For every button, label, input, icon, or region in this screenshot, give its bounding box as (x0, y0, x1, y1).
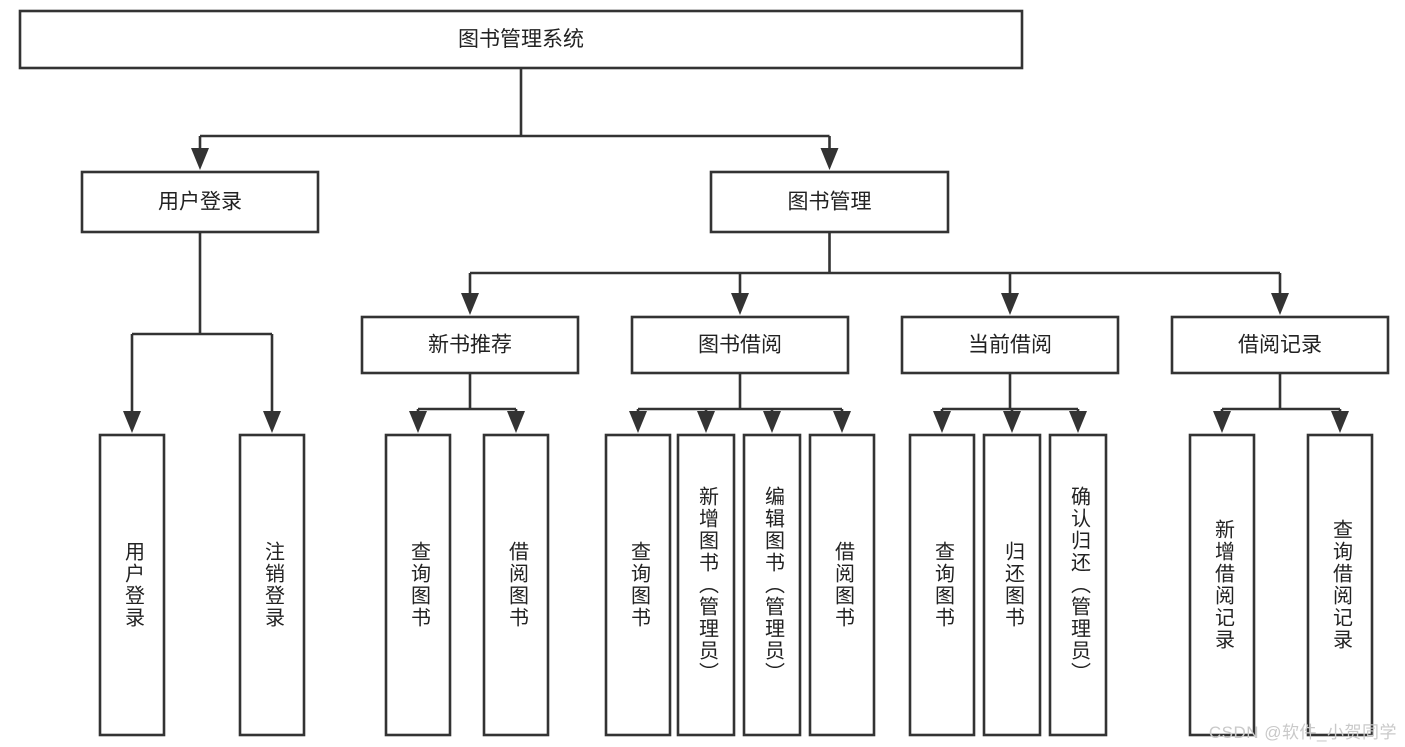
leaf-node-box-0[interactable] (98, 433, 166, 737)
arrow-head-icon (629, 411, 647, 433)
arrow-head-icon (833, 411, 851, 433)
arrow-head-icon (1001, 293, 1019, 315)
arrow-head-icon (461, 293, 479, 315)
level2-node-box-1[interactable] (709, 170, 950, 234)
level2-node-label-1: 图书管理 (788, 191, 872, 214)
leaf-node-box-2[interactable] (384, 433, 452, 737)
arrow-head-icon (1069, 411, 1087, 433)
arrow-head-icon (933, 411, 951, 433)
connectors-layer (123, 68, 1349, 433)
leaf-node-box-10[interactable] (1048, 433, 1108, 737)
leaf-node-box-4[interactable] (604, 433, 672, 737)
arrow-head-icon (1331, 411, 1349, 433)
level2-node-box-0[interactable] (80, 170, 320, 234)
leaf-node-box-11[interactable] (1188, 433, 1256, 737)
root-node-label: 图书管理系统 (458, 28, 584, 51)
boxes-layer (18, 9, 1390, 737)
leaf-node-box-9[interactable] (982, 433, 1042, 737)
leaf-node-box-12[interactable] (1306, 433, 1374, 737)
level3-node-label-3: 借阅记录 (1238, 334, 1322, 357)
level3-node-label-0: 新书推荐 (428, 334, 512, 357)
watermark-text: CSDN @软件_小贺同学 (1208, 723, 1397, 742)
leaf-node-box-5[interactable] (676, 433, 736, 737)
leaf-node-box-7[interactable] (808, 433, 876, 737)
arrow-head-icon (1213, 411, 1231, 433)
leaf-node-box-1[interactable] (238, 433, 306, 737)
arrow-head-icon (263, 411, 281, 433)
level3-node-label-1: 图书借阅 (698, 334, 782, 357)
level3-node-box-0[interactable] (360, 315, 580, 375)
level2-node-label-0: 用户登录 (158, 191, 242, 214)
arrow-head-icon (763, 411, 781, 433)
arrow-head-icon (507, 411, 525, 433)
level3-node-label-2: 当前借阅 (968, 334, 1052, 357)
root-node-box[interactable] (18, 9, 1024, 70)
leaf-node-box-3[interactable] (482, 433, 550, 737)
arrow-head-icon (1271, 293, 1289, 315)
arrow-head-icon (409, 411, 427, 433)
level3-node-box-3[interactable] (1170, 315, 1390, 375)
arrow-head-icon (191, 148, 209, 170)
arrow-head-icon (731, 293, 749, 315)
leaf-node-box-8[interactable] (908, 433, 976, 737)
arrow-head-icon (820, 148, 839, 170)
level3-node-box-1[interactable] (630, 315, 850, 375)
arrow-head-icon (697, 411, 715, 433)
arrow-head-icon (123, 411, 141, 433)
arrow-head-icon (1003, 411, 1021, 433)
level3-node-box-2[interactable] (900, 315, 1120, 375)
leaf-node-box-6[interactable] (742, 433, 802, 737)
